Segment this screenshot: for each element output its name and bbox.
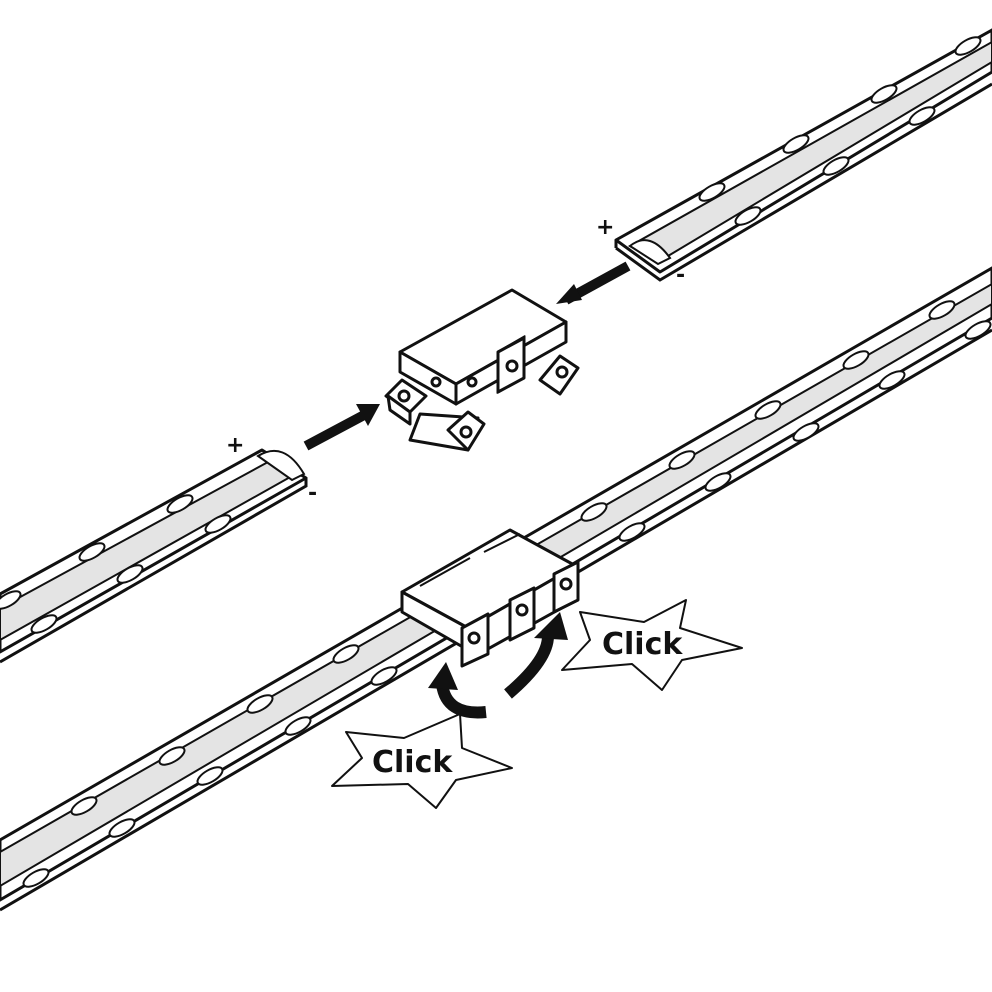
curved-arrow-icon — [428, 662, 487, 719]
led-dots-top — [698, 36, 982, 226]
click-burst-right: Click — [561, 599, 743, 691]
connector-open — [384, 288, 580, 452]
strip-top-right — [614, 28, 992, 282]
starburst-icon — [331, 713, 513, 809]
curved-arrow-icon — [504, 612, 568, 699]
strip-middle-left — [0, 448, 308, 664]
plus-sign-middle: + — [226, 433, 244, 458]
starburst-icon — [561, 599, 743, 691]
minus-sign-middle: - — [308, 481, 317, 506]
led-dots-bottom — [22, 300, 992, 888]
led-dots-middle — [0, 494, 232, 634]
click-label-right: Click — [602, 627, 683, 662]
plus-sign-top: + — [596, 215, 614, 240]
arrow-icon — [303, 409, 369, 451]
connector-closed — [400, 528, 580, 668]
click-burst-left: Click — [331, 713, 513, 809]
click-label-left: Click — [372, 745, 453, 780]
minus-sign-top: - — [676, 263, 685, 288]
